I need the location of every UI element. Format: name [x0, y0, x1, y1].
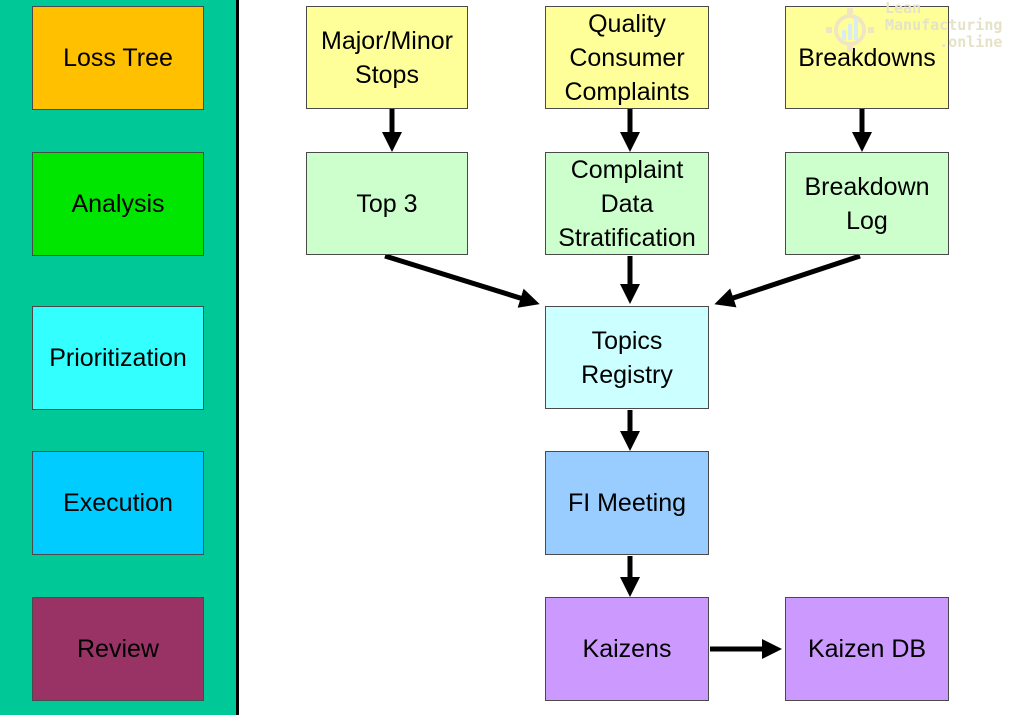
stage-label: Execution	[63, 489, 173, 517]
arrow-log-to-registry	[714, 253, 861, 308]
sidebar-divider	[236, 0, 239, 715]
node-label: Major/Minor Stops	[321, 26, 453, 89]
logo-line-manufacturing: Manufacturing	[885, 16, 1003, 34]
node-quality-complaints: Quality Consumer Complaints	[545, 6, 709, 109]
node-major-minor-stops: Major/Minor Stops	[306, 6, 468, 109]
node-complaint-data-stratification: Complaint Data Stratification	[545, 152, 709, 255]
stage-review: Review	[32, 597, 204, 701]
stage-label: Prioritization	[49, 344, 187, 372]
node-label: Kaizens	[582, 635, 672, 663]
watermark-logo: Lean Manufacturing .online	[822, 0, 1024, 62]
stage-label: Loss Tree	[63, 44, 173, 72]
node-top3: Top 3	[306, 152, 468, 255]
stage-label: Review	[77, 635, 159, 663]
node-label: Complaint Data Stratification	[558, 155, 696, 252]
logo-text: Lean Manufacturing .online	[885, 0, 1002, 51]
node-kaizens: Kaizens	[545, 597, 709, 701]
stage-loss-tree: Loss Tree	[32, 6, 204, 110]
node-label: FI Meeting	[567, 489, 687, 517]
logo-line-lean: Lean	[885, 0, 922, 17]
node-label: Quality Consumer Complaints	[564, 9, 690, 106]
node-fi-meeting: FI Meeting	[545, 451, 709, 555]
node-label: Breakdown Log	[804, 172, 930, 235]
stage-analysis: Analysis	[32, 152, 204, 256]
stage-prioritization: Prioritization	[32, 306, 204, 410]
node-breakdowns: Breakdowns	[785, 6, 949, 109]
gear-icon	[826, 8, 874, 52]
node-topics-registry: Topics Registry	[545, 306, 709, 409]
stage-execution: Execution	[32, 451, 204, 555]
node-label: Kaizen DB	[807, 635, 927, 663]
node-label: Top 3	[356, 189, 418, 218]
node-label: Breakdowns	[798, 43, 936, 72]
logo-line-online: .online	[939, 33, 1003, 51]
node-label: Topics Registry	[581, 326, 673, 389]
stage-label: Analysis	[71, 190, 165, 218]
node-breakdown-log: Breakdown Log	[785, 152, 949, 255]
node-kaizen-db: Kaizen DB	[785, 597, 949, 701]
arrow-top3-to-registry	[384, 253, 540, 308]
